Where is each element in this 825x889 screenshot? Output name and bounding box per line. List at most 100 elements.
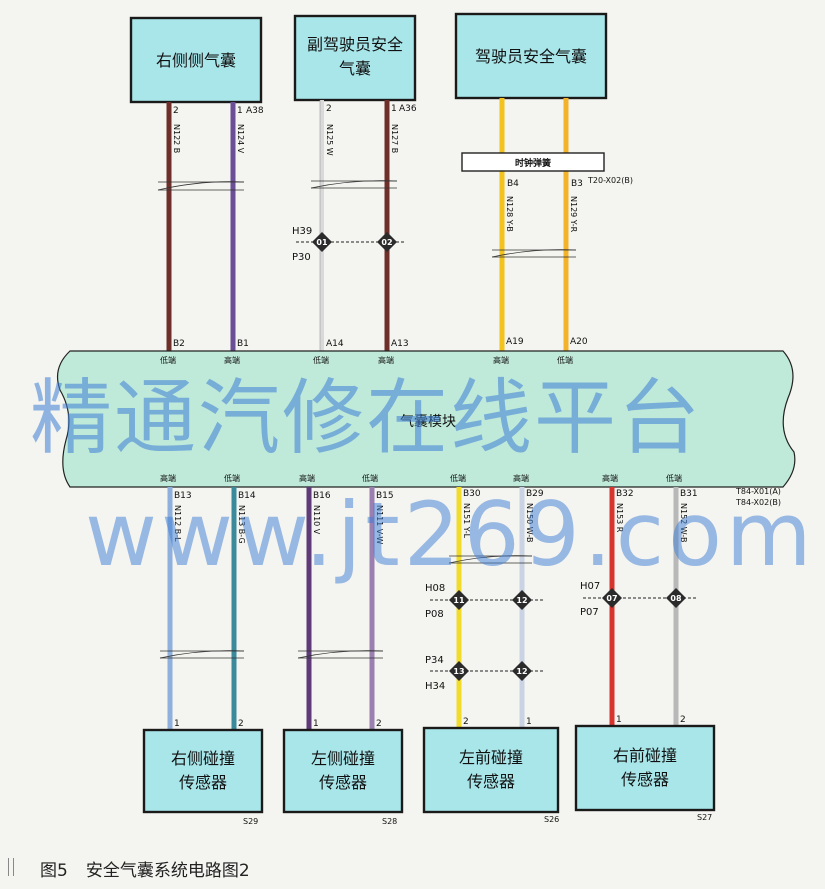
connector-label: A36	[399, 104, 417, 114]
splice-group-top: 01 02 H39 P30	[292, 226, 406, 263]
component-label: 左前碰撞	[459, 748, 523, 767]
component-box-passenger-airbag: 副驾驶员安全 气囊	[293, 14, 417, 102]
sensor-pin-label: 2	[376, 719, 382, 729]
pin-type: 高端	[160, 473, 176, 483]
wire-code: N151 Y-L	[462, 503, 471, 539]
wire-code: N110 V	[312, 505, 321, 535]
component-label: 传感器	[319, 773, 367, 792]
wire-code: N150 W-B	[525, 503, 534, 542]
component-label: 传感器	[621, 770, 669, 789]
component-label: 传感器	[179, 773, 227, 792]
module-label: 气囊模块	[400, 413, 456, 430]
component-box-right-side-crash-sensor: 右侧碰撞 传感器 S29	[142, 728, 264, 826]
component-box-driver-airbag: 驾驶员安全气囊	[454, 12, 608, 100]
module-pin-label: B1	[237, 339, 249, 349]
splice-number: 12	[516, 667, 527, 676]
module-pin-label: B32	[616, 489, 634, 499]
clock-spring-connector: T20-X02(B)	[587, 176, 633, 185]
splice-group-bottom-b: 13 12 P34 H34	[425, 655, 545, 692]
module-pin-label: B2	[173, 339, 185, 349]
pin-label: 1	[237, 106, 243, 116]
splice-number: 08	[670, 594, 682, 603]
connector-label: A38	[246, 106, 264, 116]
component-code: S28	[382, 817, 397, 826]
module-pin-label: A13	[391, 339, 409, 349]
pin-type: 高端	[493, 355, 509, 365]
wire-code: N129 Y-R	[569, 196, 578, 233]
splice-label: H39	[292, 226, 312, 237]
wire-code: N152 W-B	[679, 503, 688, 542]
splice-number: 13	[453, 667, 464, 676]
splice-label: P30	[292, 252, 311, 263]
wire-code: N125 W	[325, 124, 334, 156]
module-pin-label: B16	[313, 491, 331, 501]
twist-marker-top	[157, 180, 577, 258]
splice-group-bottom-c: 07 08 H07 P07	[580, 581, 698, 618]
pin-label: 1	[391, 104, 397, 114]
pin-type: 低端	[224, 473, 240, 483]
watermark-line-1: 精通汽修在线平台	[30, 371, 702, 466]
module-pin-label: A14	[326, 339, 344, 349]
module-pin-label: B14	[238, 491, 256, 501]
pin-label: 2	[173, 106, 179, 116]
splice-marker	[312, 232, 332, 252]
splice-label: H07	[580, 581, 600, 592]
module-pin-label: A20	[570, 337, 588, 347]
pin-label: B3	[571, 179, 583, 189]
airbag-module: 气囊模块 低端 高端 低端 高端 高端 低端 高端 低端 高端 低端 低端 高端…	[57, 350, 796, 488]
pin-type: 高端	[513, 473, 529, 483]
module-pin-label: B30	[463, 489, 481, 499]
component-box-right-side-airbag: 右侧侧气囊	[129, 16, 263, 104]
sensor-pin-label: 2	[238, 719, 244, 729]
component-box-left-front-crash-sensor: 左前碰撞 传感器 S26	[422, 726, 559, 824]
component-box-right-front-crash-sensor: 右前碰撞 传感器 S27	[574, 724, 716, 822]
component-code: S29	[243, 817, 258, 826]
splice-label: P07	[580, 607, 599, 618]
component-label: 驾驶员安全气囊	[475, 47, 587, 66]
splice-number: 12	[516, 596, 527, 605]
component-code: S26	[544, 815, 559, 824]
wire-code: N128 Y-B	[505, 196, 514, 232]
figure-number: 图5	[40, 861, 68, 881]
splice-label: P34	[425, 655, 444, 666]
wire-code: N127 B	[390, 124, 399, 153]
figure-title: 安全气囊系统电路图2	[85, 861, 250, 881]
splice-label: P08	[425, 609, 444, 620]
wire-code: N113 B-G	[237, 505, 246, 544]
pin-type: 低端	[362, 473, 378, 483]
splice-number: 01	[316, 238, 328, 247]
sensor-pin-label: 1	[526, 717, 532, 727]
component-code: S27	[697, 813, 712, 822]
module-pin-label: A19	[506, 337, 524, 347]
pin-type: 高端	[378, 355, 394, 365]
wire-code: N112 B-L	[173, 505, 182, 542]
clock-spring: 时钟弹簧 T20-X02(B)	[461, 152, 633, 185]
bottom-pin-labels: B13 B14 B16 B15 B30 B29 B32 B31 N112 B-L…	[173, 489, 698, 729]
module-connector-b: T84-X02(B)	[735, 498, 781, 507]
pin-type: 高端	[602, 473, 618, 483]
pin-type: 低端	[313, 355, 329, 365]
module-connector-a: T84-X01(A)	[735, 487, 781, 496]
sensor-pin-label: 1	[616, 715, 622, 725]
caption-marker	[8, 858, 14, 876]
pin-label: B4	[507, 179, 519, 189]
splice-label: H08	[425, 583, 445, 594]
top-pin-labels: 2 1 A38 2 1 A36 B4 B3 N122 B N124 V N125…	[172, 104, 588, 349]
figure-caption: 图5 安全气囊系统电路图2	[40, 856, 250, 881]
module-pin-label: B31	[680, 489, 698, 499]
splice-number: 02	[381, 238, 392, 247]
watermark: 精通汽修在线平台 www.jt269.com	[30, 371, 812, 586]
sensor-pin-label: 2	[680, 715, 686, 725]
component-label: 右侧侧气囊	[156, 51, 236, 70]
wire-code: N153 R	[615, 503, 624, 533]
wire-code: N111 V-W	[375, 505, 384, 544]
wire-code: N124 V	[236, 124, 245, 154]
pin-type: 低端	[450, 473, 466, 483]
pin-type: 低端	[160, 355, 176, 365]
component-label: 气囊	[339, 59, 371, 78]
module-pin-label: B29	[526, 489, 544, 499]
component-label: 左侧碰撞	[311, 749, 375, 768]
twist-marker-bottom	[159, 555, 533, 659]
top-wires	[166, 98, 569, 351]
sensor-pin-label: 2	[463, 717, 469, 727]
